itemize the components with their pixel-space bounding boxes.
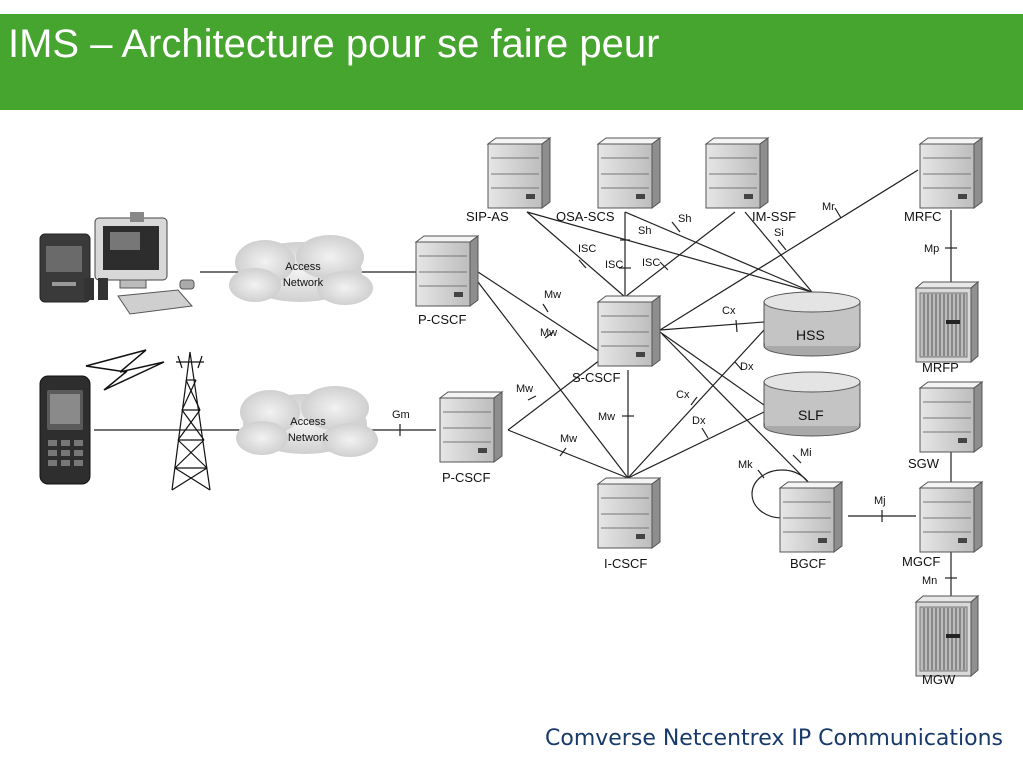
label-cx-1: Cx (722, 305, 736, 317)
label-si: Si (774, 227, 784, 239)
label-mr: Mr (822, 201, 835, 213)
link-scscf-slf (659, 331, 765, 406)
connection-lines (94, 169, 952, 600)
label-mp: Mp (924, 243, 939, 255)
link-pcscf-scscf (477, 271, 601, 353)
label-dx-2: Dx (692, 415, 706, 427)
label-im-ssf: IM-SSF (752, 209, 796, 224)
label-mk: Mk (738, 459, 753, 471)
label-mj: Mj (874, 495, 886, 507)
footer-brand: Comverse Netcentrex IP Communications (545, 726, 1003, 751)
label-mw-4: Mw (560, 433, 577, 445)
link-scscf-bgcf (661, 333, 809, 483)
link-sipas-hss (526, 211, 813, 293)
link-icscf-slf (627, 411, 765, 479)
pcscf-bottom-server-icon (439, 391, 503, 463)
workstation-icon (39, 212, 195, 315)
label-mw-1: Mw (544, 289, 561, 301)
osa-scs-server-icon (597, 137, 661, 209)
label-dx-1: Dx (740, 361, 754, 373)
label-sh-1: Sh (678, 213, 691, 225)
cloud-top-label-2: Network (283, 277, 324, 289)
interface-ticks (399, 207, 957, 579)
label-mrfc: MRFC (904, 209, 942, 224)
sip-as-server-icon (487, 137, 551, 209)
label-bgcf: BGCF (790, 556, 826, 571)
link-sipas-scscf (526, 211, 626, 298)
access-network-cloud-top: Access Network (229, 235, 373, 305)
label-sh-2: Sh (638, 225, 651, 237)
pcscf-top-server-icon (415, 235, 479, 307)
interface-labels: Gm ISC ISC ISC Sh Sh Si Mr Mp Mw Mw Mw M… (392, 201, 939, 587)
cloud-top-label-1: Access (285, 261, 321, 273)
link-pcscf2-scscf (507, 359, 601, 431)
link-icscf-hss (627, 329, 765, 479)
page-title: IMS – Architecture pour se faire peur (8, 22, 660, 66)
node-labels: SIP-AS OSA-SCS IM-SSF MRFC P-CSCF P-CSCF… (418, 209, 959, 687)
antenna-tower-icon (171, 351, 211, 491)
label-sgw: SGW (908, 456, 940, 471)
slf-database-icon (763, 371, 861, 437)
label-slf: SLF (798, 407, 824, 423)
label-icscf: I-CSCF (604, 556, 647, 571)
mgw-rack-icon (915, 595, 979, 677)
link-osascs-hss (624, 211, 813, 293)
link-pcscf-icscf-top (477, 281, 629, 479)
mobile-phone-icon (39, 375, 91, 485)
label-pcscf-bottom: P-CSCF (442, 470, 490, 485)
label-scscf: S-CSCF (572, 370, 620, 385)
hss-database-icon (763, 291, 861, 357)
cloud-bottom-label-1: Access (290, 416, 326, 428)
icscf-server-icon (597, 477, 661, 549)
label-osa-scs: OSA-SCS (556, 209, 615, 224)
label-mw-3: Mw (516, 383, 533, 395)
label-mw-2: Mw (540, 327, 557, 339)
label-isc-1: ISC (578, 243, 596, 255)
link-imssf-hss (744, 211, 813, 293)
label-mn: Mn (922, 575, 937, 587)
label-pcscf-top: P-CSCF (418, 312, 466, 327)
label-cx-2: Cx (676, 389, 690, 401)
label-gm: Gm (392, 409, 410, 421)
mrfc-server-icon (919, 137, 983, 209)
link-pcscf2-icscf (507, 429, 629, 479)
cloud-bottom-label-2: Network (288, 432, 329, 444)
label-mgcf: MGCF (902, 554, 940, 569)
mgcf-server-icon (919, 481, 983, 553)
access-network-cloud-bottom: Access Network (236, 386, 378, 457)
scscf-server-icon (597, 295, 661, 367)
wireless-signal-icon (85, 349, 165, 391)
label-sip-as: SIP-AS (466, 209, 509, 224)
sgw-server-icon (919, 381, 983, 453)
im-ssf-server-icon (705, 137, 769, 209)
bgcf-server-icon (779, 481, 843, 553)
mrfp-rack-icon (915, 281, 979, 363)
label-isc-2: ISC (605, 259, 623, 271)
label-mi: Mi (800, 447, 812, 459)
label-mw-5: Mw (598, 411, 615, 423)
link-mrfc-scscf (659, 169, 919, 331)
link-scscf-hss (659, 321, 765, 331)
title-bar: IMS – Architecture pour se faire peur (0, 14, 1023, 110)
label-mgw: MGW (922, 672, 956, 687)
label-isc-3: ISC (642, 257, 660, 269)
label-mrfp: MRFP (922, 360, 959, 375)
label-hss: HSS (796, 327, 825, 343)
